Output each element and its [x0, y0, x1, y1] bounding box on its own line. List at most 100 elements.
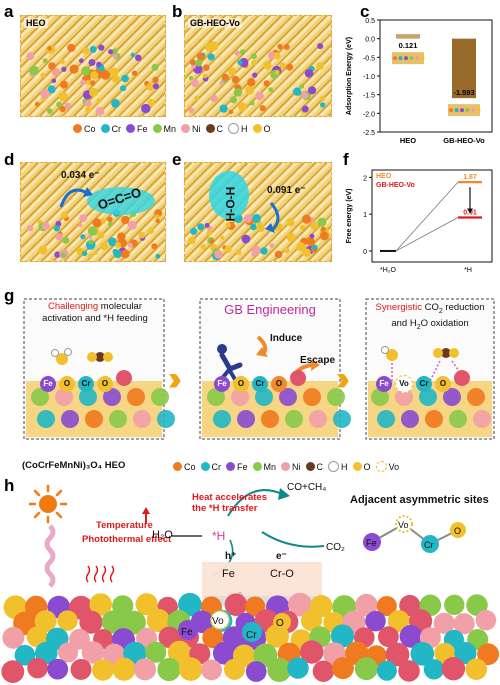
legend-entry: HEO — [376, 173, 392, 180]
atom — [230, 96, 237, 104]
panel-label-c: c — [360, 2, 370, 21]
atom — [302, 214, 312, 224]
atom — [188, 76, 194, 81]
series-connector — [395, 181, 459, 252]
atom — [47, 85, 56, 94]
surface-atom — [92, 659, 114, 681]
atom — [127, 220, 137, 230]
lattice-atom — [285, 410, 303, 428]
atom — [319, 95, 326, 102]
surface-atom — [224, 593, 248, 616]
atom — [476, 108, 481, 113]
atom — [80, 234, 86, 240]
surface-atom — [399, 624, 423, 648]
electron-label: e⁻ — [276, 551, 287, 562]
surface-site: O — [435, 376, 451, 392]
surface-atom — [223, 658, 246, 680]
legend-label: Ni — [192, 123, 201, 134]
legend-label: Ni — [292, 461, 301, 472]
surface-atom — [89, 593, 112, 616]
h2o-label: H₂O — [152, 529, 173, 541]
atom — [55, 220, 62, 227]
surface-atom — [330, 624, 355, 648]
surface-atom — [212, 641, 236, 665]
lattice-atom — [327, 388, 345, 406]
surface-atom — [433, 612, 455, 634]
surface-atom — [167, 640, 191, 664]
atom — [299, 84, 305, 89]
surface-site: Fe — [40, 376, 56, 392]
charge-density-co2: 0.034 e⁻ O=C=O — [20, 162, 166, 262]
series-value-label: 1.87 — [463, 174, 477, 181]
cro-site-label: Cr-O — [270, 568, 294, 580]
atom — [239, 49, 246, 55]
legend-swatch — [328, 461, 340, 472]
lattice-atom — [449, 410, 467, 428]
surface-fe-label: Fe — [181, 627, 193, 638]
atom — [96, 61, 102, 68]
x-tick-label: GB-HEO-Vo — [443, 136, 485, 145]
atom — [98, 44, 105, 51]
adj-fe: Fe — [366, 538, 377, 548]
legend-label: Fe — [237, 461, 248, 472]
y-tick-label: 0.0 — [365, 37, 375, 44]
surface-site: Cr — [416, 376, 432, 392]
lattice-atom — [231, 388, 249, 406]
atom — [209, 238, 215, 244]
surface-atom — [122, 610, 146, 635]
lattice-atom — [401, 410, 419, 428]
atom — [237, 102, 247, 112]
atom — [197, 223, 205, 231]
atom — [235, 249, 242, 256]
legend-swatch — [152, 124, 162, 133]
legend-label: Mn — [263, 461, 277, 472]
atom — [112, 48, 118, 54]
atom — [85, 106, 92, 114]
atom — [269, 243, 275, 248]
x-tick-label: *H — [464, 267, 472, 274]
atom — [393, 56, 397, 61]
atom — [251, 251, 256, 257]
lattice-atom — [279, 388, 297, 406]
g-formula: (CoCrFeMnNi)₃O₄ HEO — [22, 460, 126, 471]
surface-atom — [354, 657, 378, 681]
atom — [251, 59, 258, 66]
legend-swatch — [375, 461, 387, 472]
products-label: CO+CH₄ — [287, 482, 327, 493]
atom — [220, 235, 225, 241]
g-left-text-2: activation and *H feeding — [42, 313, 148, 324]
lattice-atom — [467, 388, 485, 406]
surface-vo-label: Vo — [212, 616, 224, 627]
atom — [128, 242, 133, 248]
heat-text-1: Heat accelerates — [192, 492, 267, 503]
atom — [250, 53, 257, 60]
atom — [449, 108, 453, 113]
atom — [147, 227, 155, 235]
atom — [81, 66, 91, 76]
legend-swatch — [73, 124, 82, 133]
surface-atom — [410, 642, 435, 666]
atom — [120, 249, 130, 259]
surface-site: O — [59, 376, 75, 392]
surface-atom — [146, 608, 170, 633]
surface-atom — [312, 660, 335, 682]
atom — [465, 108, 470, 113]
atom — [300, 91, 309, 100]
y-tick-label: -2.5 — [363, 130, 375, 137]
atom — [110, 67, 119, 76]
atom — [29, 65, 39, 76]
atom — [51, 78, 57, 84]
surface-atom — [133, 658, 157, 681]
atom — [34, 101, 40, 107]
atom — [454, 108, 459, 113]
surface-atom — [376, 596, 397, 616]
surface-atom — [2, 626, 25, 649]
atom — [41, 222, 50, 231]
atom — [56, 101, 62, 108]
atom — [301, 105, 309, 113]
atom — [263, 61, 272, 70]
fe-site-label: Fe — [222, 568, 235, 580]
atom — [203, 64, 210, 71]
